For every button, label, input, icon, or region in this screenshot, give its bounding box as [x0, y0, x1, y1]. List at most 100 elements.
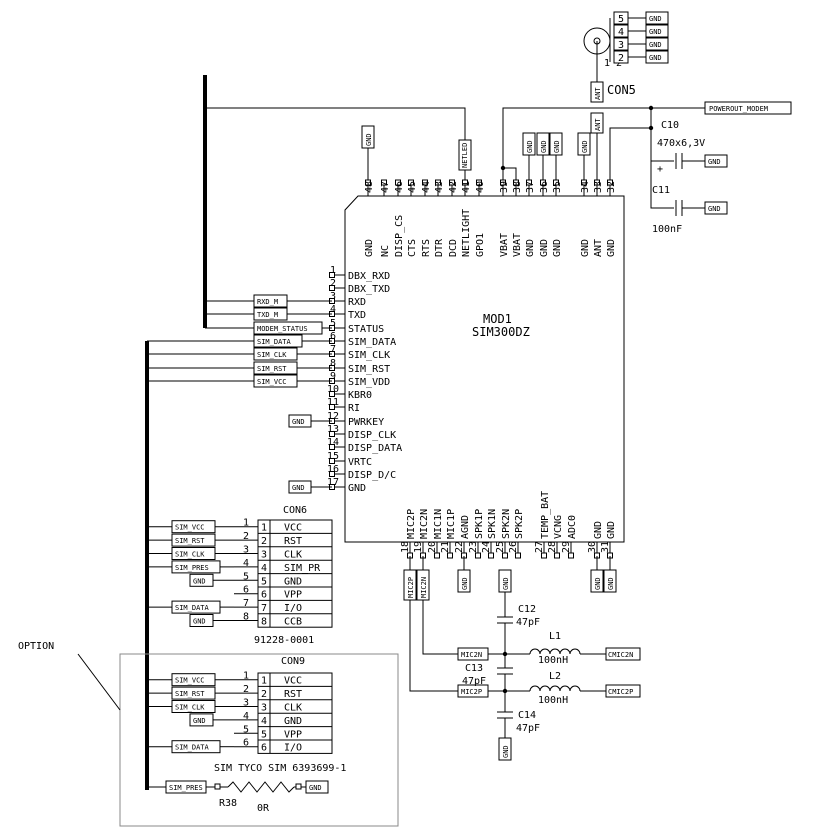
con5-gnd-tag [645, 11, 669, 25]
bottom-pin-marker [447, 552, 453, 559]
top-pin-marker [449, 179, 455, 186]
con9-pin-num: 3 [243, 698, 249, 709]
gnd32-wire [609, 127, 651, 196]
vbat-wire [502, 107, 705, 182]
pwrkey-gnd-label: GND [292, 418, 305, 426]
pin30-gnd-label: GND [594, 577, 602, 590]
left-pin-num: 13 [327, 424, 339, 435]
top-pin-name: CTS [407, 239, 418, 257]
left-pin-num: 17 [327, 477, 339, 488]
con5-ref: CON5 [607, 83, 636, 97]
top-pin-num: 39 [499, 181, 510, 193]
gnd-top-group [522, 132, 591, 196]
bottom-gnd-group [457, 556, 617, 593]
top-pin-name: GND [525, 239, 536, 257]
bottom-pin-num: 20 [427, 541, 438, 553]
left-pin-name: SIM_DATA [348, 337, 396, 348]
con6-row-name: I/O [284, 603, 302, 614]
c12-value: 47pF [516, 617, 540, 628]
bottom-pin-num: 27 [534, 541, 545, 553]
con6-row-name: VPP [284, 590, 302, 601]
con6-pin-num: 4 [243, 558, 249, 569]
bottom-pin-marker [475, 552, 481, 559]
option-label: OPTION [18, 641, 54, 652]
cap-rail [650, 108, 674, 209]
bottom-pin-name: MIC2N [419, 509, 430, 539]
con9-row-name: RST [284, 689, 302, 700]
module-part: SIM300DZ [472, 325, 530, 339]
top-pin-marker [553, 179, 559, 186]
left-pin-num: 16 [327, 464, 339, 475]
left-pin-num: 12 [327, 411, 339, 422]
c11-ref: C11 [652, 185, 670, 196]
bottom-pin-marker [554, 552, 560, 559]
pin31-gnd-label: GND [607, 577, 615, 590]
c10-gnd-label: GND [708, 158, 721, 166]
powerout-tag [704, 101, 792, 115]
top-pin-name: GND [539, 239, 550, 257]
con9-row-name: CLK [284, 703, 302, 714]
pin48-gnd-tag [361, 125, 375, 149]
con6-row-num: 6 [261, 590, 267, 601]
con6-tag-label: SIM_RST [175, 537, 205, 545]
con6-pin-num: 8 [243, 612, 249, 623]
top-pin-num: 48 [364, 181, 375, 193]
r38-right-label: GND [309, 784, 322, 792]
pin17-gnd-tag [288, 480, 312, 494]
left-pin-num: 11 [327, 397, 339, 408]
con9-tag-label: SIM_RST [175, 690, 205, 698]
con6-row-name: CLK [284, 550, 302, 561]
pin17-gnd-label: GND [292, 484, 305, 492]
left-pin-marker [329, 458, 335, 464]
c11-value: 100nF [652, 224, 682, 235]
pin34-gnd-label: GND [581, 140, 589, 153]
module-outline [344, 195, 625, 543]
bottom-pin-num: 28 [547, 541, 558, 553]
top-pin-num: 35 [552, 181, 563, 193]
pin37-gnd-label: GND [526, 140, 534, 153]
bottom-pin-num: 23 [468, 541, 479, 553]
con9-row-name: VCC [284, 676, 302, 687]
net-tag-label: SIM_VCC [257, 378, 287, 386]
top-pin-num: 36 [539, 181, 550, 193]
left-pin-num: 3 [330, 291, 336, 302]
c14-value: 47pF [516, 723, 540, 734]
con5-gnd-tag [645, 24, 669, 38]
c14-ref: C14 [518, 710, 536, 721]
ant-tag-top-label: ANT [594, 118, 602, 131]
left-pin-num: 2 [330, 278, 336, 289]
l1-value: 100nH [538, 655, 568, 666]
left-pin-marker [329, 471, 335, 477]
left-pin-name: DISP_D/C [348, 470, 396, 481]
mic2n-vert-label: MIC2N [420, 577, 428, 598]
con9-row-num: 6 [261, 743, 267, 754]
ant-tag-top [590, 112, 604, 134]
top-pin-marker [476, 179, 482, 186]
top-pin-num: 47 [380, 181, 391, 193]
c11-gnd-label: GND [708, 205, 721, 213]
con5-gnd-label: GND [649, 28, 662, 36]
top-pin-num: 45 [407, 181, 418, 193]
con9-row-num: 5 [261, 729, 267, 740]
left-pin-name: DISP_DATA [348, 443, 402, 454]
con6-tag-label: SIM_DATA [175, 604, 210, 612]
top-pin-name: GND [580, 239, 591, 257]
top-pin-name: GND [364, 239, 375, 257]
con5-gnd-label: GND [649, 41, 662, 49]
bottom-pin-num: 26 [508, 541, 519, 553]
c13-value: 47pF [462, 676, 486, 687]
bottom-pin-name: SPK2N [501, 509, 512, 539]
bottom-pin-name: GND [593, 521, 604, 539]
bottom-pin-marker [541, 552, 547, 559]
bottom-pin-name: VCNG [553, 515, 564, 539]
bottom-pin-marker [488, 552, 494, 559]
con9-row-name: I/O [284, 743, 302, 754]
left-pin-marker [329, 272, 335, 278]
con6-part: 91228-0001 [254, 635, 314, 646]
con6-row-name: SIM_PR [284, 563, 321, 574]
left-pin-name: SIM_CLK [348, 350, 390, 361]
bottom-pin-num: 19 [413, 541, 424, 553]
con9-part: SIM TYCO SIM 6393699-1 [214, 763, 346, 774]
con9-row-name: VPP [284, 729, 302, 740]
agnd-gnd-label: GND [461, 577, 469, 590]
